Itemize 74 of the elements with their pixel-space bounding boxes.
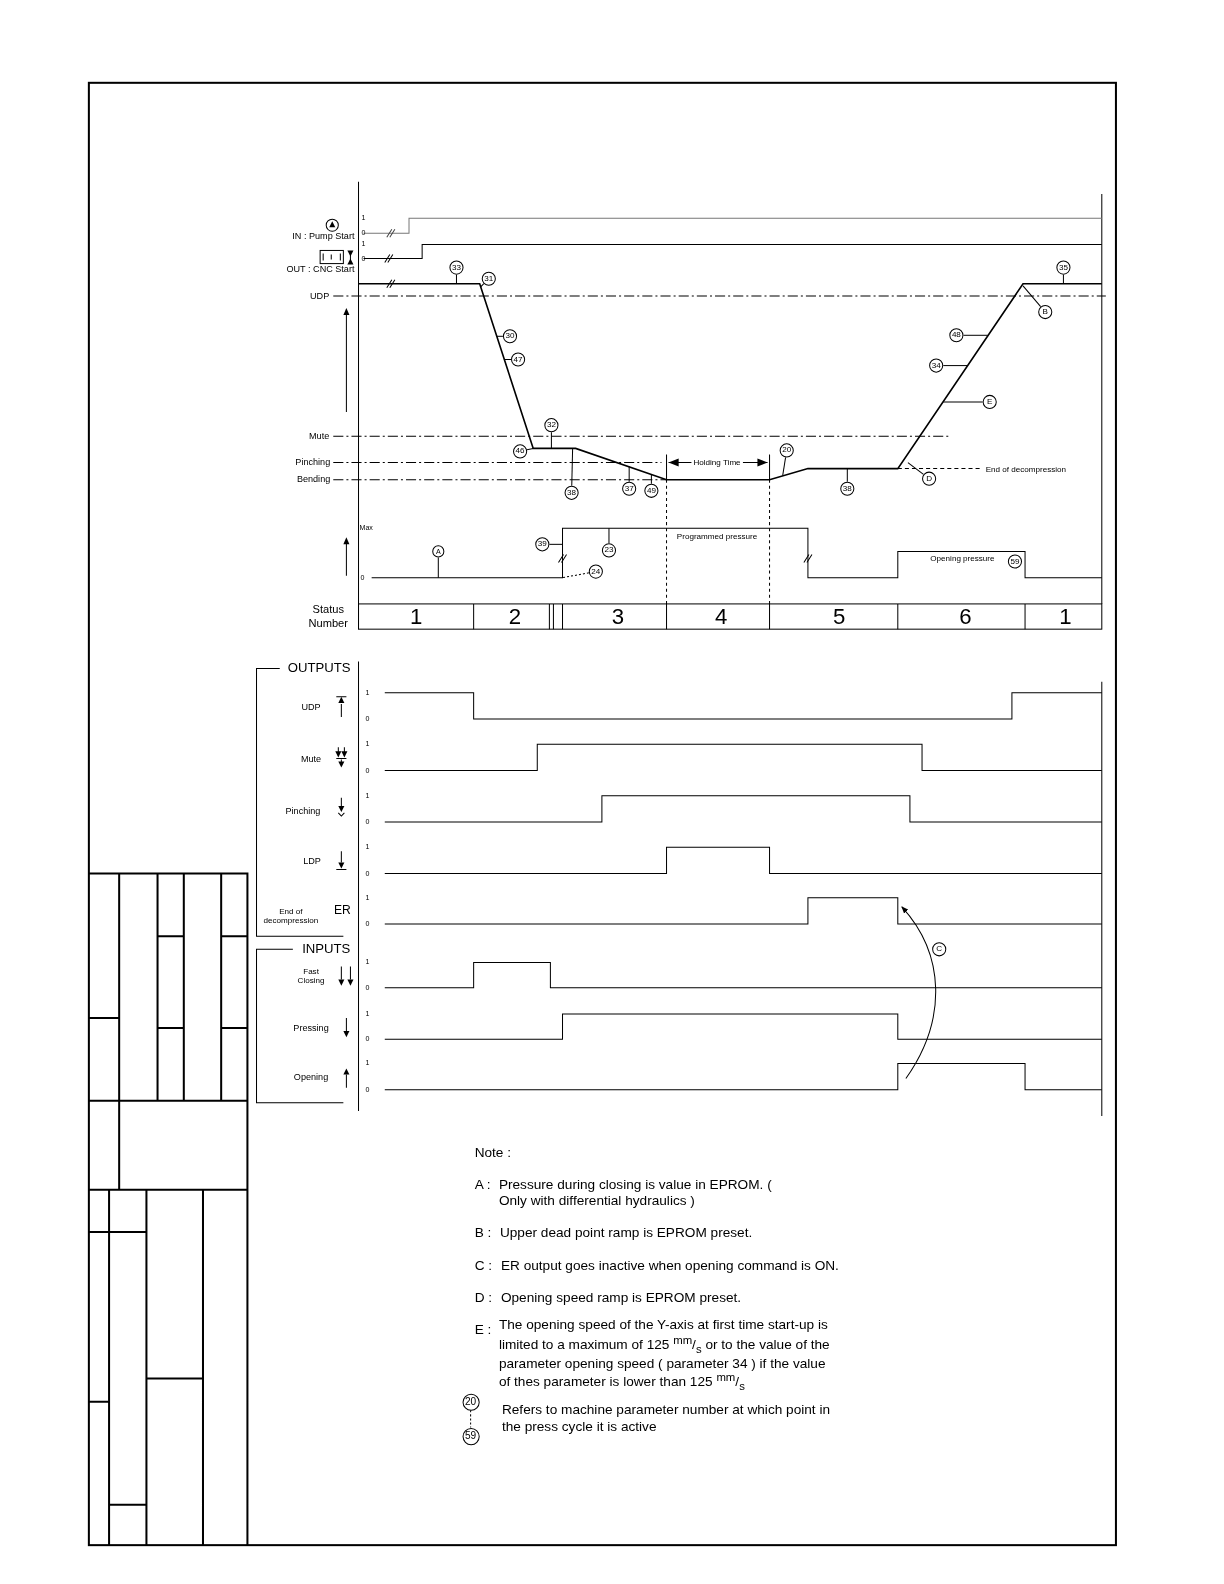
callout-number: 49: [644, 483, 659, 498]
leader-line: [628, 466, 630, 483]
note-letter: A :: [474, 1176, 491, 1193]
signal-name: Opening: [293, 1072, 329, 1083]
status-number: 1: [1059, 604, 1072, 630]
signal-name: ER: [333, 903, 351, 918]
callout-number: C: [932, 942, 947, 957]
note-text: Opening speed ramp is EPROM preset.: [500, 1289, 742, 1306]
leader-line: [782, 456, 787, 477]
note-text: Pressure during closing is value in EPROM. ( Only with differential hydraulics ): [498, 1177, 773, 1209]
note-letter: E :: [474, 1322, 492, 1338]
level-name: Bending: [296, 473, 331, 484]
callout-number: 31: [481, 271, 496, 286]
leader-line: [548, 543, 563, 545]
note-text: Upper dead point ramp is EPROM preset.: [499, 1225, 753, 1241]
leader-line: [496, 335, 504, 337]
leader-line: [650, 474, 652, 485]
signal-name: OUT : CNC Start: [286, 264, 355, 275]
signal-name: UDP: [301, 701, 321, 713]
leader-line: [907, 462, 924, 475]
status-number: 1: [409, 604, 423, 630]
signal-name: Pinching: [285, 805, 321, 817]
status-number: 2: [508, 604, 522, 630]
leader-line: [455, 274, 457, 285]
leader-line: [962, 334, 989, 336]
note-letter: C :: [474, 1257, 493, 1274]
pressure-curve: [371, 527, 1103, 579]
note-letter: D :: [474, 1289, 493, 1306]
callout-number: D: [922, 471, 937, 486]
level-name: Pinching: [295, 457, 331, 468]
ram-position-curve: [357, 279, 1103, 481]
status-number: 4: [714, 604, 728, 630]
leader-line: [470, 1409, 472, 1428]
note-heading: Note :: [474, 1144, 512, 1161]
status-number: 3: [611, 604, 625, 630]
leader-line: [571, 447, 574, 487]
leader-line: [942, 401, 984, 403]
signal-name: End of decompression: [262, 906, 320, 926]
callout-number: 20: [462, 1393, 480, 1411]
note-letter: B :: [474, 1225, 492, 1241]
signal-name: Mute: [300, 754, 322, 765]
leader-line: [503, 359, 512, 361]
leader-line: [1062, 274, 1064, 285]
leader-line: [437, 556, 439, 579]
note-text: ER output goes inactive when opening command is ON.: [500, 1257, 839, 1274]
leader-line: [562, 572, 590, 579]
annotation: Opening pressure: [930, 553, 995, 564]
leader-line: [526, 447, 534, 451]
level-name: UDP: [310, 290, 330, 302]
leader-line: [550, 431, 552, 449]
dimension-label: Holding Time: [691, 457, 743, 468]
callout-number: 37: [622, 481, 637, 496]
note-text: The opening speed of the Y-axis at first time start-up is limited to a maximum of 125 $^{mm}$/$_{s}$ or to the value of the parameter opening speed ( parameter 34 ) if the value of thes parameter is lower than 125 $^{mm}$/$_{s}$: [498, 1317, 831, 1394]
status-number: 5: [833, 604, 846, 630]
leader-line: [480, 283, 485, 288]
annotation: End of decompression: [985, 464, 1067, 475]
callout-number: 38: [564, 485, 579, 500]
note-text: Refers to machine parameter number at which point in the press cycle it is active: [501, 1402, 832, 1434]
status-number: 6: [959, 604, 972, 630]
leader-line: [1022, 285, 1042, 308]
signal-name: LDP: [303, 856, 321, 867]
leader-line: [608, 527, 610, 544]
leader-line: [846, 468, 848, 483]
level-name: Mute: [309, 431, 330, 442]
callout-number: 59: [462, 1427, 480, 1445]
annotation: Programmed pressure: [674, 531, 760, 541]
signal-name: Pressing: [293, 1022, 329, 1034]
callout-number: 33: [449, 260, 464, 275]
signal-name: Fast Closing: [296, 967, 326, 986]
signal-name: IN : Pump Start: [292, 231, 355, 242]
leader-line: [942, 365, 968, 367]
row-heading: Status Number: [307, 603, 349, 629]
callout-number: 35: [1056, 260, 1071, 275]
callout-number: 38: [840, 481, 855, 496]
